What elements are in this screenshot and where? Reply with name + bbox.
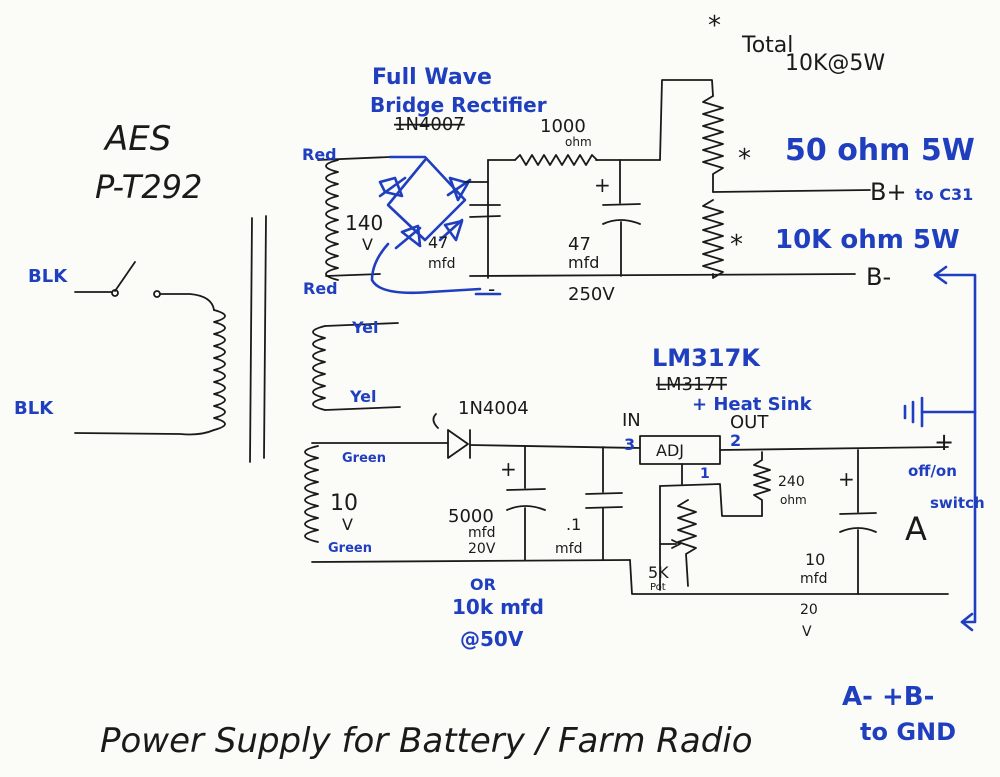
pin2-label: 2 — [730, 431, 741, 450]
plus-cap10: + — [838, 467, 855, 491]
v140-label: 140 — [345, 211, 383, 235]
resistor-1000-ohm — [514, 154, 598, 166]
blk-label-2: BLK — [14, 398, 54, 419]
plus-cap47: + — [594, 173, 611, 197]
transformer-core — [249, 215, 267, 463]
v10-label: 10 — [330, 491, 358, 516]
r1000-label: 1000 — [540, 116, 586, 137]
cap10-voltage-unit: V — [802, 624, 812, 640]
cap47-small-value: 47 — [428, 233, 448, 252]
green-label-2: Green — [328, 541, 372, 556]
yel-label-1: Yel — [351, 318, 378, 337]
minus-mark: - — [488, 277, 495, 301]
cap-47mfd-250v — [602, 159, 641, 277]
pot-value: 5K — [648, 563, 669, 582]
switch-label: switch — [930, 494, 985, 512]
ground-note-2: to GND — [860, 718, 956, 746]
lv-secondary-winding — [304, 445, 319, 543]
asterisk-50: * — [738, 144, 751, 174]
regulator-alt-label: LM317T — [656, 374, 728, 395]
asterisk-total: * — [708, 11, 721, 41]
cap-47mfd-small — [469, 204, 501, 218]
page-title: Power Supply for Battery / Farm Radio — [100, 721, 753, 761]
cap5000-value: 5000 — [448, 506, 494, 527]
cap47-voltage: 250V — [568, 284, 615, 305]
primary-winding — [213, 309, 226, 431]
cap47-small-unit: mfd — [428, 256, 455, 272]
res50-label: 50 ohm 5W — [785, 133, 975, 168]
resistor-10k-ohm — [702, 199, 724, 279]
ground-note-1: A- +B- — [842, 682, 934, 712]
cap5000-unit: mfd — [468, 525, 495, 541]
asterisk-10k: * — [730, 230, 743, 260]
rectifier-label-2: Bridge Rectifier — [370, 93, 547, 117]
pin-in-label: IN — [622, 410, 641, 431]
model-label: P-T292 — [95, 168, 202, 206]
total-note: Total — [741, 33, 793, 58]
diode-1n4004 — [432, 413, 471, 459]
plus-cap5000: + — [500, 457, 517, 481]
cap-0.1mfd — [585, 446, 623, 561]
rectifier-label-1: Full Wave — [372, 65, 492, 90]
power-switch — [74, 261, 161, 298]
cap10-voltage: 20 — [800, 602, 818, 618]
green-label-1: Green — [342, 451, 386, 466]
alt-cap-label: 10k mfd — [452, 595, 544, 619]
cap-10mfd — [839, 449, 877, 595]
cap5000-voltage: 20V — [468, 541, 496, 557]
filament-winding — [312, 325, 326, 411]
cap10-unit: mfd — [800, 571, 827, 587]
ground-bus — [903, 265, 977, 632]
cap01-value: .1 — [566, 515, 581, 534]
v10-unit: V — [342, 515, 353, 534]
red-bottom-label: Red — [303, 279, 338, 298]
resistor-240-ohm — [753, 451, 771, 517]
to-c31-label: to C31 — [915, 185, 973, 204]
bridge-rectifier — [370, 155, 502, 296]
r240-unit: ohm — [780, 493, 807, 507]
cap47-value: 47 — [568, 234, 591, 255]
cap-5000mfd — [506, 445, 546, 561]
pin-out-label: OUT — [730, 412, 769, 433]
heatsink-label: + Heat Sink — [692, 394, 813, 415]
diode2-label: 1N4004 — [458, 398, 529, 419]
cap47-unit: mfd — [568, 253, 599, 272]
plus-output: + — [934, 428, 954, 456]
pin1-label: 1 — [700, 466, 710, 482]
bminus-label: B- — [866, 263, 891, 291]
pin3-label: 3 — [624, 435, 635, 454]
adj-label: ADJ — [656, 441, 684, 460]
primary-lead-top — [159, 293, 215, 311]
pot-unit: Pot — [650, 582, 666, 593]
red-top-label: Red — [302, 145, 337, 164]
rail-a-label: A — [905, 510, 927, 548]
bplus-label: B+ — [870, 178, 907, 206]
hv-secondary-winding — [325, 159, 339, 281]
v140-unit: V — [362, 235, 373, 254]
potentiometer-5k — [677, 499, 697, 587]
r240-value: 240 — [778, 474, 805, 490]
r1000-ohm: ohm — [565, 135, 592, 149]
on-off-label: off/on — [908, 462, 957, 480]
alt-cap-voltage: @50V — [460, 627, 524, 651]
cap10-value: 10 — [805, 550, 825, 569]
resistor-50-ohm — [702, 95, 724, 193]
blk-label-1: BLK — [28, 266, 68, 287]
res10k-label: 10K ohm 5W — [775, 225, 960, 255]
primary-lead-bottom — [74, 429, 215, 436]
cap01-unit: mfd — [555, 541, 582, 557]
or-label: OR — [470, 575, 496, 594]
rect-diode-label: 1N4007 — [394, 114, 465, 135]
regulator-label: LM317K — [652, 344, 761, 372]
total-value: 10K@5W — [785, 51, 885, 76]
maker-label: AES — [103, 119, 171, 159]
yel-label-2: Yel — [349, 387, 376, 406]
